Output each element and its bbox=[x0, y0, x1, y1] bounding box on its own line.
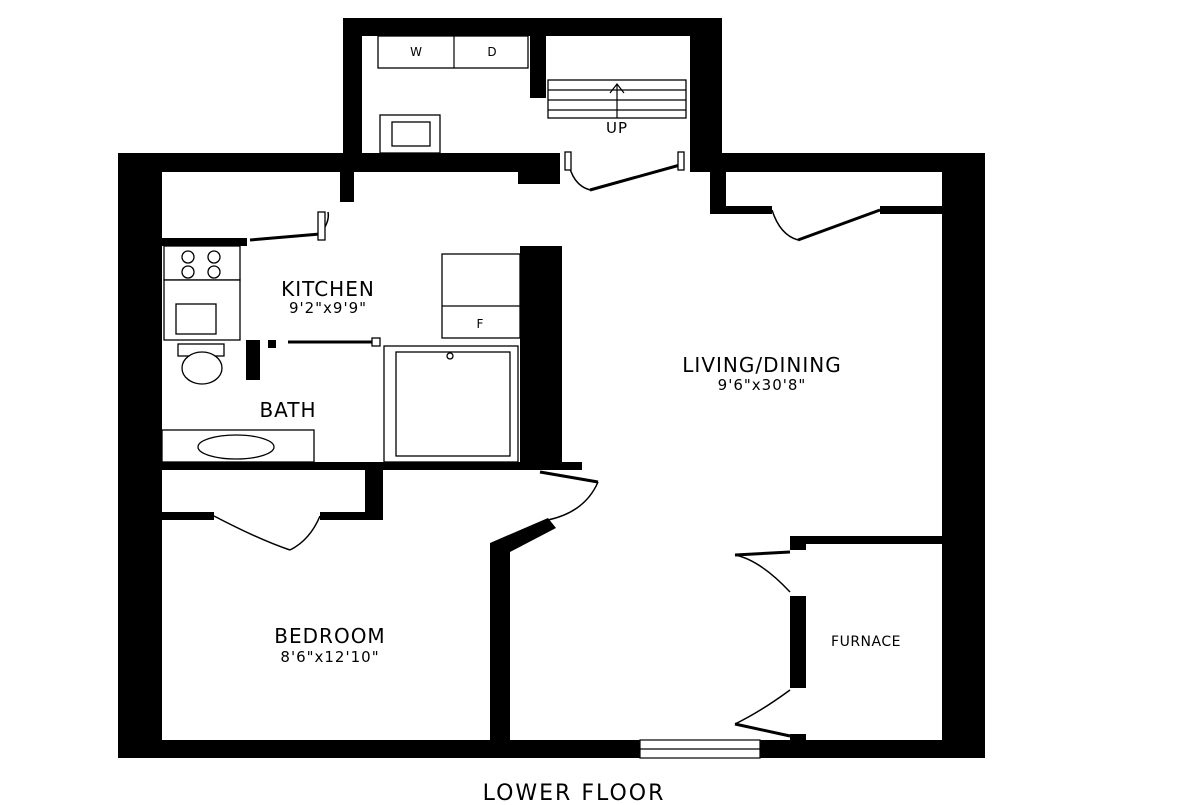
kitchen-door-leaf bbox=[249, 232, 321, 242]
exterior-walls bbox=[118, 18, 985, 758]
stairs-label: UP bbox=[606, 119, 628, 137]
bedroom-door-swing-left bbox=[213, 515, 291, 551]
kitchen-sink bbox=[175, 303, 217, 335]
furnace-door-top-leaf bbox=[734, 550, 791, 557]
bath-door-handle bbox=[371, 337, 381, 347]
annex-door-hinge-right bbox=[677, 151, 685, 171]
furnace-top-wall bbox=[790, 536, 942, 544]
bath-name: BATH bbox=[259, 398, 316, 422]
windows bbox=[639, 739, 761, 759]
bevel-tl bbox=[118, 153, 162, 172]
stair-arrow-head bbox=[609, 83, 625, 94]
living-name: LIVING/DINING bbox=[682, 353, 841, 377]
furnace-door-top bbox=[734, 554, 791, 593]
washer-label: W bbox=[410, 45, 422, 59]
fridge-cabinet bbox=[441, 253, 521, 339]
bedroom-dimensions: 8'6"x12'10" bbox=[280, 648, 379, 666]
bevel-tr bbox=[942, 153, 985, 172]
annex-outer-wall bbox=[343, 18, 722, 153]
toilet-bowl bbox=[181, 351, 223, 385]
bedroom-closet-stub bbox=[365, 462, 383, 520]
bedroom-angled-wall bbox=[490, 518, 556, 740]
dryer-label: D bbox=[487, 45, 496, 59]
nook-door-swing-left bbox=[771, 209, 799, 241]
annex-door-hinge-left bbox=[564, 151, 572, 171]
living-nook-wall bbox=[710, 172, 726, 214]
living-nook-bottom bbox=[710, 206, 772, 214]
kitchen-name: KITCHEN bbox=[281, 277, 375, 301]
interior-walls bbox=[162, 36, 942, 742]
furnace-door-bottom bbox=[734, 689, 791, 725]
annex-door-jamb-left bbox=[518, 172, 560, 184]
fixtures bbox=[161, 35, 687, 463]
annex-door-leaf bbox=[589, 163, 681, 192]
washer-dryer bbox=[377, 35, 529, 69]
shower-drain bbox=[446, 352, 454, 360]
fridge-label: F bbox=[477, 317, 484, 331]
vanity-sink bbox=[197, 434, 275, 460]
labels: W D UP F KITCHEN 9'2"x9'9" LIVING/DINING… bbox=[259, 45, 901, 805]
bedroom-door-wall-right bbox=[320, 512, 380, 520]
shower-inner bbox=[395, 351, 511, 457]
furnace-name: FURNACE bbox=[831, 634, 901, 650]
kitchen-counter-wall bbox=[162, 238, 247, 246]
stair-divider bbox=[530, 36, 546, 98]
kitchen-dimensions: 9'2"x9'9" bbox=[289, 299, 367, 317]
bedroom-door-swing-right bbox=[289, 515, 321, 551]
closet-wall-right bbox=[880, 206, 942, 214]
kitchen-stub bbox=[340, 172, 354, 202]
doors bbox=[213, 151, 881, 738]
burner-1 bbox=[181, 250, 195, 264]
living-dimensions: 9'6"x30'8" bbox=[718, 376, 807, 394]
furnace-bottom-post bbox=[790, 734, 806, 742]
bath-kitchen-right-wall bbox=[520, 246, 562, 468]
kitchen-door-post bbox=[317, 211, 326, 241]
burner-4 bbox=[207, 265, 221, 279]
bedroom-door-wall-left bbox=[162, 512, 214, 520]
nook-door-leaf bbox=[797, 208, 881, 242]
laundry-sink-basin bbox=[391, 121, 431, 147]
hall-door-leaf bbox=[539, 470, 599, 484]
burner-3 bbox=[181, 265, 195, 279]
burner-2 bbox=[207, 250, 221, 264]
bath-wall-post bbox=[268, 340, 276, 348]
hall-door-swing bbox=[547, 481, 599, 521]
bedroom-name: BEDROOM bbox=[274, 624, 385, 648]
furnace-corner bbox=[790, 536, 806, 550]
furnace-left-wall bbox=[790, 596, 806, 688]
bath-wall-stub bbox=[246, 340, 260, 380]
stove bbox=[163, 245, 241, 281]
furnace-door-bottom-leaf bbox=[734, 722, 791, 738]
floor-title: LOWER FLOOR bbox=[483, 781, 666, 805]
